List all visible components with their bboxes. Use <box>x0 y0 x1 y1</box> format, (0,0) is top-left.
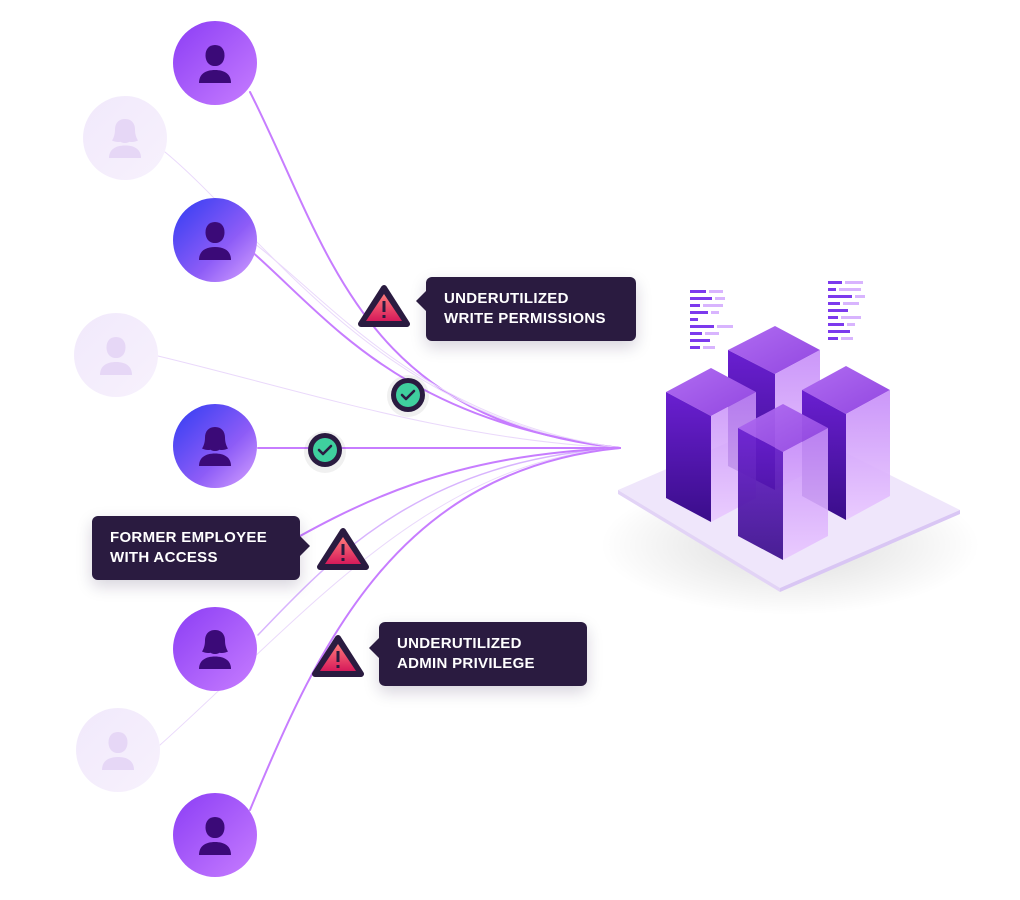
user-avatar-6[interactable] <box>173 607 257 691</box>
user-avatar-1[interactable] <box>173 21 257 105</box>
callout-former-employee-with-access: FORMER EMPLOYEE WITH ACCESS <box>92 516 310 580</box>
user-avatar-7[interactable] <box>76 708 160 792</box>
warning-triangle-icon <box>358 285 410 327</box>
callout-line: ADMIN PRIVILEGE <box>397 655 535 672</box>
code-lines-left <box>690 290 733 349</box>
user-avatar-4[interactable] <box>74 313 158 397</box>
callout-line: UNDERUTILIZED <box>444 290 569 307</box>
callout-line: UNDERUTILIZED <box>397 635 522 652</box>
user-avatar-5[interactable] <box>173 404 257 488</box>
user-avatar-2[interactable] <box>83 96 167 180</box>
user-avatar-3[interactable] <box>173 198 257 282</box>
callout-line: WRITE PERMISSIONS <box>444 310 606 327</box>
database-cubes-icon <box>600 281 980 615</box>
callout-underutilized-write-permissions: UNDERUTILIZED WRITE PERMISSIONS <box>416 277 636 341</box>
connection-line-3a <box>249 249 621 449</box>
warning-triangle-icon <box>317 528 369 570</box>
check-circle-icon <box>387 375 429 417</box>
check-circle-icon <box>304 431 346 473</box>
user-avatar-8[interactable] <box>173 793 257 877</box>
connection-line-7 <box>159 447 621 746</box>
code-lines-right <box>828 281 865 340</box>
connection-line-6 <box>257 447 621 636</box>
connection-line-8 <box>249 447 621 811</box>
callout-line: WITH ACCESS <box>110 549 218 566</box>
warning-triangle-icon <box>312 635 364 677</box>
cube-front <box>738 404 828 560</box>
connection-line-3b <box>249 239 621 449</box>
callout-line: FORMER EMPLOYEE <box>110 529 268 546</box>
connection-line-4 <box>157 355 621 449</box>
connection-line-2 <box>164 151 621 449</box>
callout-underutilized-admin-privilege: UNDERUTILIZED ADMIN PRIVILEGE <box>369 622 587 686</box>
